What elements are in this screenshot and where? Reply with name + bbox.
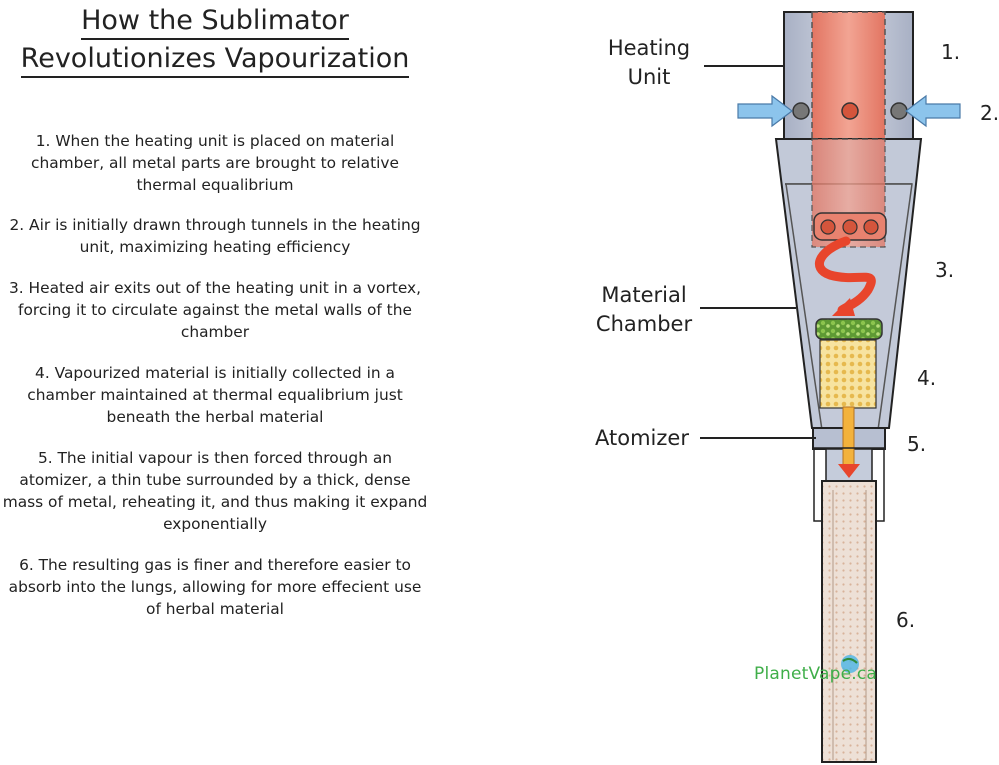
label-atomizer: Atomizer xyxy=(595,426,689,450)
label-heating-unit: Heating Unit xyxy=(607,36,691,89)
number-5: 5. xyxy=(907,432,927,456)
label-material-chamber: Material Chamber xyxy=(595,283,693,336)
planetvape-globe-icon xyxy=(841,655,859,673)
title-line-1: How the Sublimator xyxy=(81,4,349,40)
vapour-chamber xyxy=(819,339,877,409)
number-6: 6. xyxy=(896,608,916,632)
title-line-2: Revolutionizes Vapourization xyxy=(20,42,410,78)
atomizer-block xyxy=(812,406,886,482)
air-inlet-center xyxy=(841,102,859,120)
number-2: 2. xyxy=(980,101,999,125)
number-4: 4. xyxy=(917,366,937,390)
step-4: 4. Vapourized material is initially coll… xyxy=(27,364,403,426)
mouthpiece-tube xyxy=(813,447,885,763)
step-3: 3. Heated air exits out of the heating u… xyxy=(8,279,422,341)
air-inlet-right xyxy=(890,102,908,120)
number-3: 3. xyxy=(935,258,955,282)
page-title: How the Sublimator Revolutionizes Vapour… xyxy=(0,2,430,78)
steps-list: 1. When the heating unit is placed on ma… xyxy=(0,130,430,639)
step-2: 2. Air is initially drawn through tunnel… xyxy=(9,216,421,256)
herbal-material xyxy=(815,318,883,340)
vortex-arrow xyxy=(815,236,876,315)
step-1: 1. When the heating unit is placed on ma… xyxy=(31,132,399,194)
number-1: 1. xyxy=(941,40,961,64)
air-inlet-left xyxy=(792,102,810,120)
step-6: 6. The resulting gas is finer and theref… xyxy=(8,556,422,618)
step-5: 5. The initial vapour is then forced thr… xyxy=(2,449,428,533)
watermark: PlanetVape.ca xyxy=(754,664,878,684)
air-arrow-right xyxy=(905,94,961,128)
air-arrow-left xyxy=(737,94,793,128)
vortex-arrow-head xyxy=(832,298,855,316)
